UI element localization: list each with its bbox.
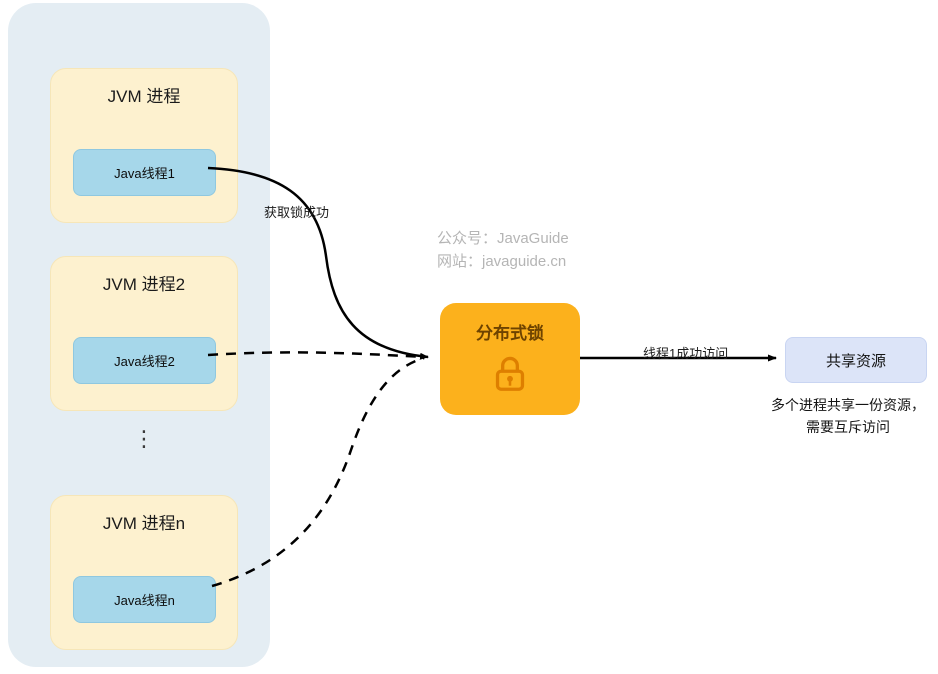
access-success-label: 线程1成功访问 — [643, 346, 729, 361]
jvm-process-2-title: JVM 进程2 — [102, 275, 186, 294]
jvm-process-n-title: JVM 进程n — [102, 514, 186, 533]
padlock-icon — [495, 356, 525, 391]
jvm-process-1-box: JVM 进程 Java线程1 — [50, 68, 238, 223]
watermark-line1: 公众号：JavaGuide — [437, 230, 569, 247]
java-thread-n-label: Java线程n — [114, 593, 175, 608]
jvm-process-n-box: JVM 进程n Java线程n — [50, 495, 238, 650]
java-thread-2-box: Java线程2 — [73, 337, 216, 384]
shared-resource-box: 共享资源 — [785, 337, 927, 383]
shared-resource-note-line1: 多个进程共享一份资源， — [771, 397, 925, 413]
java-thread-n-box: Java线程n — [73, 576, 216, 623]
java-thread-2-label: Java线程2 — [114, 354, 175, 369]
jvm-process-1-title: JVM 进程 — [107, 87, 181, 106]
java-thread-1-label: Java线程1 — [114, 166, 175, 181]
distributed-lock-box: 分布式锁 — [440, 303, 580, 415]
java-thread-1-box: Java线程1 — [73, 149, 216, 196]
acquire-lock-label: 获取锁成功 — [264, 205, 330, 220]
watermark: 公众号：JavaGuide 网站：javaguide.cn — [437, 227, 569, 273]
jvm-process-2-box: JVM 进程2 Java线程2 — [50, 256, 238, 411]
shared-resource-note: 多个进程共享一份资源， 需要互斥访问 — [758, 394, 938, 438]
shared-resource-label: 共享资源 — [825, 352, 886, 370]
vertical-ellipsis: ⋮ — [133, 426, 155, 451]
jvm-processes-container: JVM 进程 Java线程1 JVM 进程2 Java线程2 ⋮ JVM 进程n… — [8, 3, 270, 667]
shared-resource-note-line2: 需要互斥访问 — [806, 419, 890, 435]
distributed-lock-label: 分布式锁 — [476, 324, 544, 343]
watermark-line2: 网站：javaguide.cn — [437, 253, 567, 270]
